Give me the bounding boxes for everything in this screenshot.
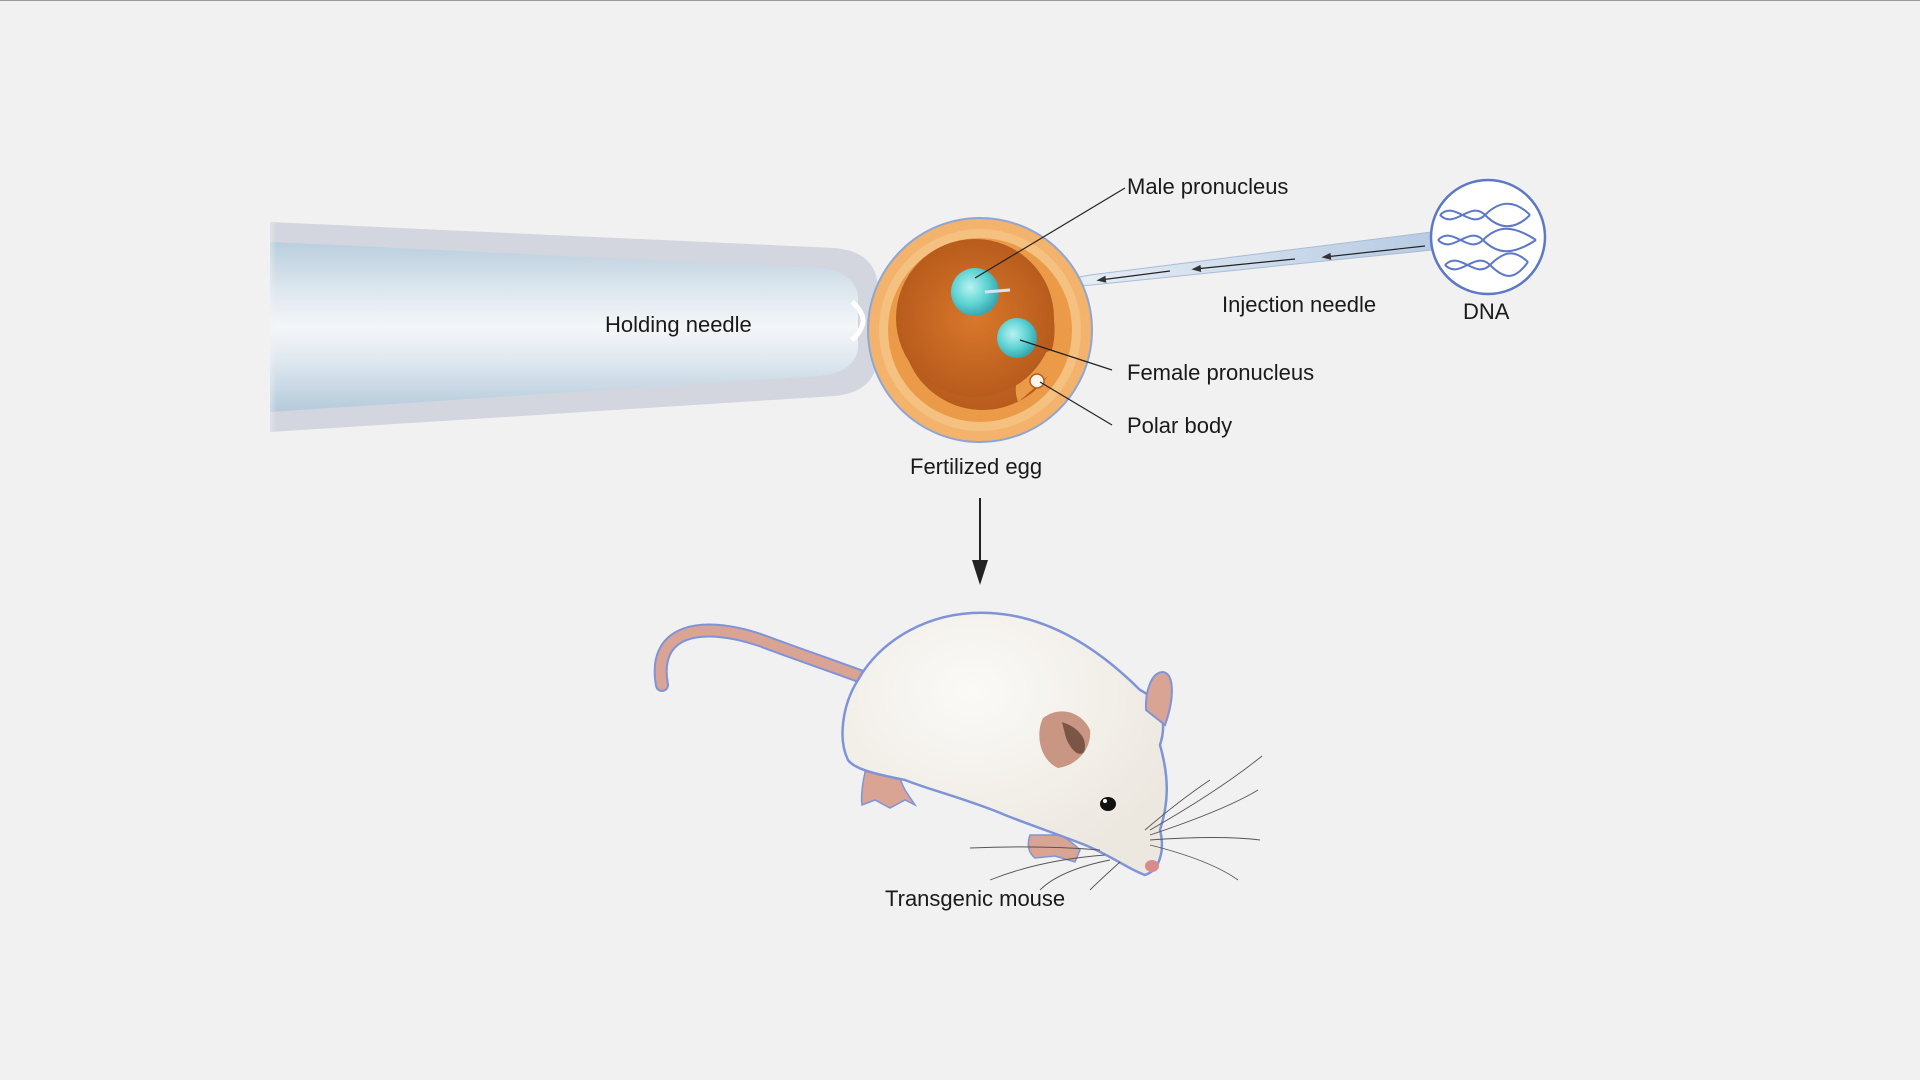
label-dna: DNA — [1463, 299, 1510, 324]
label-injection-needle: Injection needle — [1222, 292, 1377, 317]
fertilized-egg — [867, 217, 1093, 443]
polar-body — [1029, 373, 1045, 389]
holding-needle — [262, 215, 878, 440]
leader-lines — [974, 187, 1126, 426]
female-pronucleus — [997, 318, 1037, 358]
label-polar-body: Polar body — [1127, 413, 1233, 438]
male-pronucleus — [951, 268, 999, 316]
top-border — [0, 0, 1920, 1]
label-male-pronucleus: Male pronucleus — [1127, 174, 1289, 199]
label-transgenic-mouse: Transgenic mouse — [885, 886, 1066, 911]
label-female-pronucleus: Female pronucleus — [1127, 360, 1315, 385]
label-fertilized-egg: Fertilized egg — [910, 454, 1043, 479]
dna-icon — [1429, 178, 1547, 296]
label-holding-needle: Holding needle — [605, 312, 752, 337]
mouse-illustration — [653, 611, 1263, 891]
